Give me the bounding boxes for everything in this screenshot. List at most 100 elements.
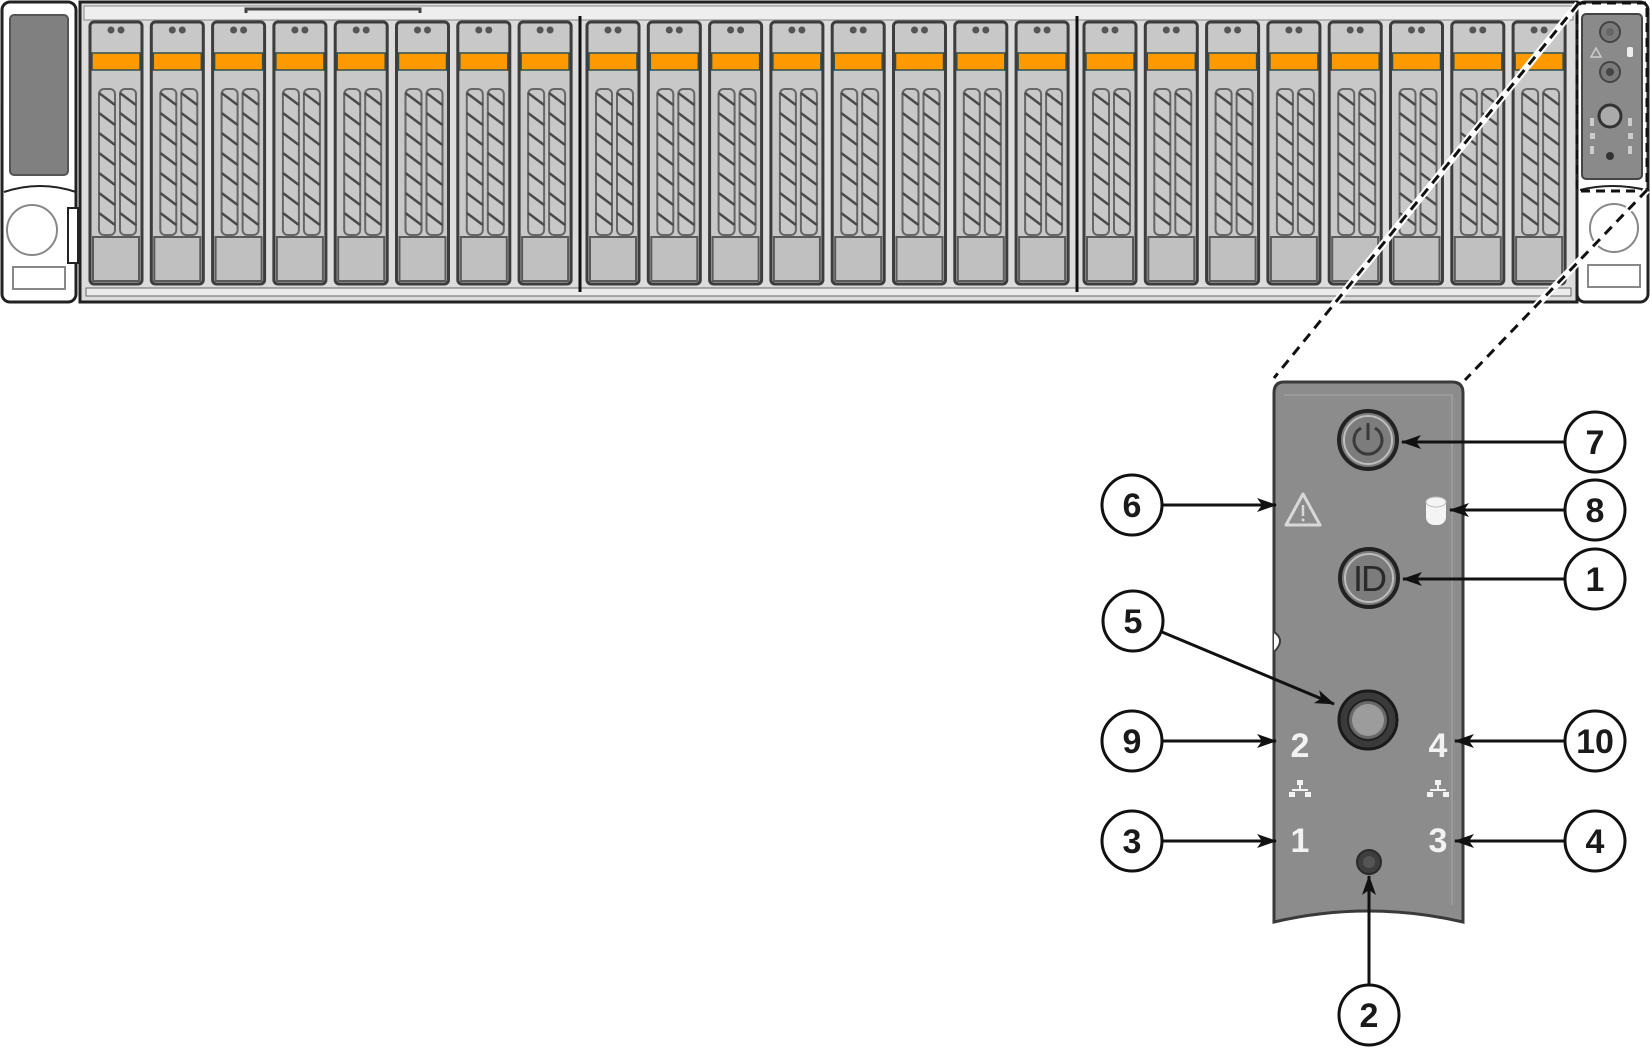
bay-status-dot (798, 26, 806, 34)
bay-led-strip (956, 52, 1006, 71)
bay-handle[interactable] (895, 236, 944, 282)
bay-activity-dot (665, 26, 673, 34)
drive-bay[interactable] (585, 20, 641, 286)
bay-activity-dot (1530, 26, 1538, 34)
callout-10: 10 (1454, 709, 1627, 773)
bay-handle[interactable] (1018, 236, 1067, 282)
bay-handle[interactable] (711, 236, 760, 282)
bay-handle[interactable] (956, 236, 1005, 282)
bay-led-strip (710, 52, 761, 71)
bay-status-dot (1540, 26, 1548, 34)
callout-number: 8 (1586, 492, 1605, 530)
bay-handle[interactable] (650, 236, 699, 282)
uid-button[interactable]: ID (1338, 547, 1400, 609)
bay-status-dot (1043, 26, 1051, 34)
bay-led-strip (1085, 52, 1135, 71)
bay-handle[interactable] (1086, 236, 1134, 282)
drive-bay[interactable] (769, 20, 825, 286)
bay-activity-dot (536, 26, 544, 34)
callout-6: 6 (1100, 473, 1277, 537)
drive-bay[interactable] (953, 20, 1009, 286)
drive-activity-led (1425, 496, 1447, 525)
bay-activity-dot (849, 26, 857, 34)
left-ear-latch[interactable] (6, 204, 58, 256)
callout-5: 5 (1101, 589, 1335, 706)
enlarged-control-panel: ID 2 4 1 (1272, 380, 1465, 924)
nic-1-led: 1 (1291, 822, 1310, 860)
reset-pinhole[interactable] (1356, 849, 1382, 875)
bay-handle[interactable] (337, 236, 386, 282)
bay-status-dot (921, 26, 928, 34)
drive-bay[interactable] (1205, 20, 1261, 286)
nmi-button[interactable] (1337, 689, 1399, 751)
drive-bay[interactable] (646, 20, 702, 286)
bay-activity-dot (107, 26, 115, 34)
power-button[interactable] (1337, 409, 1399, 471)
power-icon (1352, 423, 1384, 456)
bay-status-dot (1234, 26, 1242, 34)
callout-9: 9 (1100, 709, 1277, 773)
bay-led-strip (772, 52, 822, 71)
drive-bay[interactable] (1082, 20, 1138, 286)
drive-bay[interactable] (708, 20, 764, 286)
bay-handle[interactable] (834, 236, 883, 282)
bay-handle[interactable] (1269, 236, 1318, 282)
bay-handle[interactable] (772, 236, 821, 282)
callout-3: 3 (1100, 809, 1277, 873)
bay-handle[interactable] (153, 236, 202, 282)
drive-bay[interactable] (456, 20, 512, 286)
drive-bay[interactable] (149, 20, 205, 286)
bay-status-dot (240, 26, 248, 34)
drive-bay[interactable] (1511, 20, 1567, 286)
bay-status-dot (301, 26, 309, 34)
bay-handle[interactable] (459, 236, 508, 282)
drive-bay[interactable] (1450, 20, 1506, 286)
drive-bay[interactable] (333, 20, 389, 286)
bay-led-strip (1453, 52, 1503, 71)
bay-led-strip (833, 52, 883, 71)
bay-handle[interactable] (521, 236, 570, 282)
drive-bay[interactable] (1266, 20, 1322, 286)
bay-handle[interactable] (398, 236, 447, 282)
nic-3-led: 3 (1429, 822, 1448, 860)
callout-8: 8 (1449, 478, 1627, 542)
bay-handle[interactable] (1147, 236, 1196, 282)
bay-status-dot (1418, 26, 1425, 34)
bay-handle[interactable] (589, 236, 637, 282)
bay-handle[interactable] (1515, 236, 1564, 282)
bay-led-strip (275, 52, 325, 71)
bay-handle[interactable] (1208, 236, 1257, 282)
bay-handle[interactable] (214, 236, 263, 282)
drive-bay[interactable] (1389, 20, 1444, 286)
bay-status-dot (362, 26, 370, 34)
bay-activity-dot (972, 26, 980, 34)
bay-status-dot (859, 26, 867, 34)
bay-handle[interactable] (1392, 236, 1441, 282)
drive-bay[interactable] (211, 20, 267, 286)
bay-activity-dot (414, 26, 421, 34)
bay-status-dot (117, 26, 125, 34)
bay-led-strip (1017, 52, 1067, 71)
drive-bay[interactable] (88, 20, 144, 286)
drive-bay[interactable] (892, 20, 947, 286)
callout-4: 4 (1454, 809, 1627, 873)
bay-handle[interactable] (92, 236, 140, 282)
bay-led-strip (152, 52, 203, 71)
id-icon: ID (1353, 558, 1386, 599)
nic-2-label: 2 (1291, 727, 1310, 765)
bay-handle[interactable] (275, 236, 324, 282)
bay-activity-dot (727, 26, 735, 34)
nic-4-label: 4 (1429, 727, 1448, 765)
bay-led-strip (1207, 52, 1258, 71)
drive-bay[interactable] (830, 20, 886, 286)
chassis-body (78, 0, 1579, 304)
bay-activity-dot (1033, 26, 1041, 34)
drive-bay[interactable] (272, 20, 328, 286)
drive-bay[interactable] (1327, 20, 1383, 286)
bay-handle[interactable] (1453, 236, 1502, 282)
drive-bay[interactable] (395, 20, 450, 286)
drive-bay[interactable] (1143, 20, 1199, 286)
drive-bay[interactable] (1014, 20, 1070, 286)
drive-bay[interactable] (517, 20, 573, 286)
